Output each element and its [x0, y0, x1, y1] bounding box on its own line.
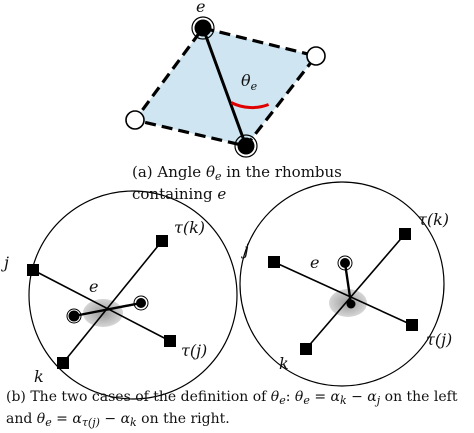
right-label-j: j [241, 240, 249, 259]
left-marker-tau-k [156, 235, 168, 247]
right-label-tau-j: τ(j) [426, 330, 452, 349]
panel-b-right: j k e τ(k) τ(j) [239, 181, 452, 387]
right-marker-k [300, 343, 312, 355]
vertex-top-halo [191, 16, 215, 40]
vertex-top [194, 19, 212, 37]
right-marker-tau-k [399, 228, 411, 240]
left-circle [28, 190, 238, 400]
caption-b-line2: and θe = ατ(j) − αk on the right. [6, 411, 230, 429]
left-node-2 [136, 298, 146, 308]
panel-b-left: j k e τ(k) τ(j) [1, 190, 238, 400]
right-label-tau-k: τ(k) [418, 210, 449, 229]
right-label-e: e [310, 253, 319, 272]
right-node-1-ring [337, 255, 353, 271]
left-edge-segment [73, 301, 142, 318]
right-marker-tau-j [406, 319, 418, 331]
edge-e [201, 27, 248, 147]
right-node-2 [346, 299, 356, 309]
left-node-1-ring [66, 308, 82, 324]
left-node-2-ring [133, 295, 149, 311]
left-label-tau-j: τ(j) [181, 341, 207, 360]
vertex-right [306, 46, 326, 66]
right-marker-j [268, 256, 280, 268]
caption-b-line1: (b) The two cases of the definition of θ… [6, 389, 458, 407]
left-marker-tau-j [164, 335, 176, 347]
left-label-e: e [89, 277, 98, 296]
right-label-k: k [279, 354, 289, 373]
left-label-k: k [34, 367, 44, 386]
caption-a-line1: (a) Angle θe in the rhombus [132, 163, 342, 183]
left-chord-k-tauk [62, 240, 163, 364]
vertex-left [125, 110, 145, 130]
right-chord-j-tauj [273, 261, 413, 326]
vertex-bottom [237, 137, 255, 155]
left-marker-j [27, 264, 39, 276]
angle-arc [230, 101, 270, 110]
right-circle [239, 181, 445, 387]
left-node-1 [68, 310, 80, 322]
right-node-1 [340, 258, 350, 268]
left-chord-j-tauj [32, 269, 171, 342]
left-marker-k [57, 357, 69, 369]
vertex-bottom-halo [234, 134, 258, 158]
left-label-tau-k: τ(k) [174, 218, 205, 237]
label-edge-e: e [196, 0, 205, 16]
panel-a-rhombus: e θe [125, 0, 326, 158]
right-chord-k-tauk [305, 233, 406, 350]
caption-a-line2: containing e [132, 185, 227, 203]
label-theta-e: θe [241, 71, 258, 93]
left-label-j: j [1, 253, 9, 272]
